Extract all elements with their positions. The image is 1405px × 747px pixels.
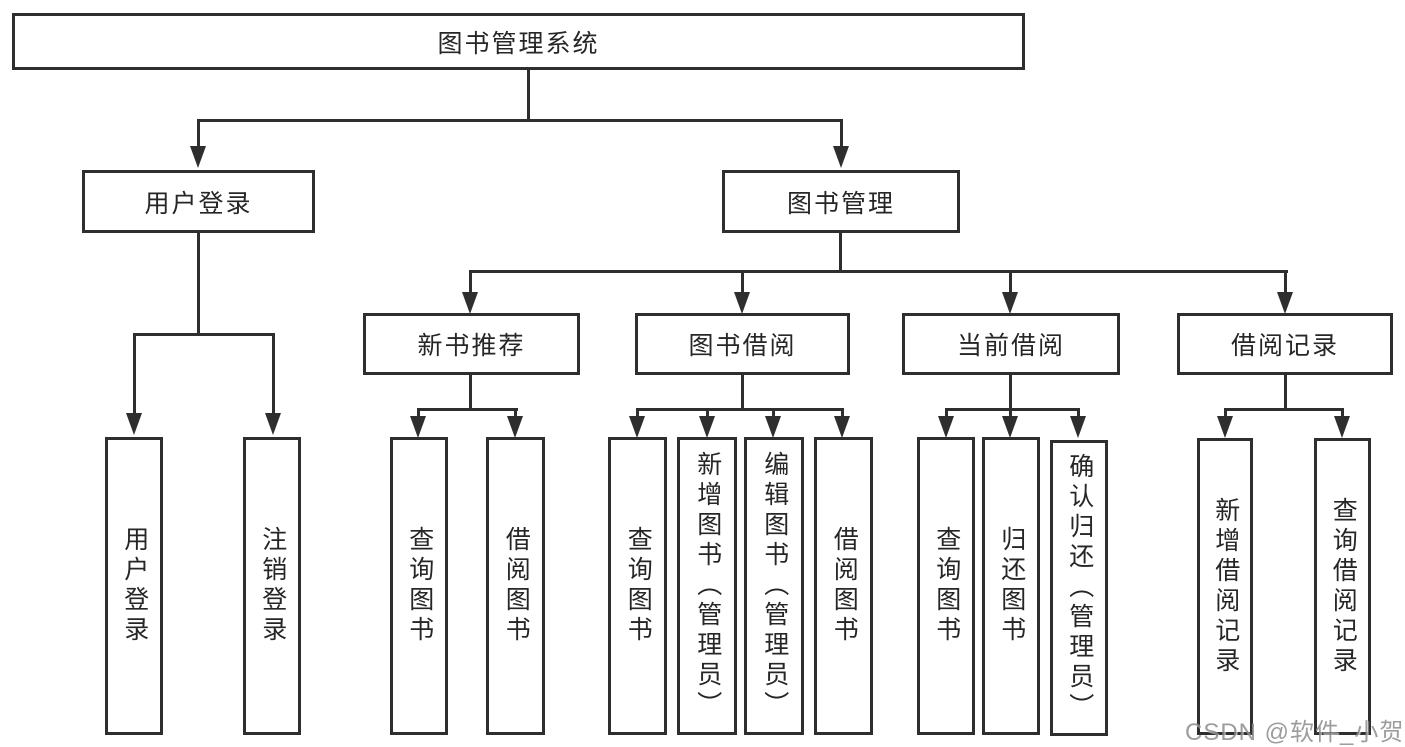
leaf-label: 用户登录 [120, 526, 149, 646]
connector-line [133, 333, 275, 336]
leaf-add-borrow-record: 新增借阅记录 [1197, 438, 1253, 735]
connector-line [469, 270, 1288, 273]
connector-line [417, 408, 518, 411]
node-label: 图书借阅 [688, 332, 797, 360]
leaf-borrow-books-borrowing: 借阅图书 [814, 437, 873, 735]
arrowhead-down [734, 292, 750, 314]
leaf-query-books-recommend: 查询图书 [390, 437, 448, 735]
arrowhead-down [507, 416, 523, 438]
leaf-query-books-borrowing: 查询图书 [608, 437, 667, 735]
leaf-label: 新增图书（管理员） [693, 451, 722, 721]
arrowhead-down [462, 292, 478, 314]
connector-line [197, 119, 843, 122]
connector-line [1009, 375, 1012, 411]
arrowhead-down [1070, 416, 1086, 438]
connector-line [1077, 408, 1080, 418]
arrowhead-down [629, 416, 645, 438]
connector-line [636, 408, 844, 411]
leaf-label: 借阅图书 [502, 526, 531, 646]
arrowhead-down [833, 146, 849, 168]
node-label: 用户登录 [144, 189, 253, 218]
leaf-label: 查询借阅记录 [1329, 496, 1358, 677]
node-library-system: 图书管理系统 [12, 13, 1025, 70]
node-label: 图书管理系统 [437, 29, 600, 58]
connector-line [772, 408, 775, 418]
node-new-book-recommend: 新书推荐 [363, 313, 580, 375]
leaf-label: 查询图书 [932, 526, 961, 646]
leaf-query-borrow-record: 查询借阅记录 [1314, 438, 1371, 735]
node-label: 新书推荐 [417, 332, 526, 360]
arrowhead-down [126, 413, 142, 435]
connector-line [741, 270, 744, 294]
node-label: 当前借阅 [956, 332, 1065, 360]
watermark: CSDN @软件_小贺同学 [1185, 719, 1405, 746]
leaf-label: 编辑图书（管理员） [760, 451, 789, 721]
arrowhead-down [1217, 416, 1233, 438]
connector-line [840, 119, 843, 149]
leaf-label: 新增借阅记录 [1211, 496, 1240, 677]
arrowhead-down [699, 416, 715, 438]
node-borrow-records: 借阅记录 [1177, 313, 1393, 375]
connector-line [945, 408, 948, 418]
leaf-label: 查询图书 [624, 526, 653, 646]
node-current-borrowing: 当前借阅 [902, 313, 1120, 375]
connector-line [945, 408, 1080, 411]
node-book-borrowing: 图书借阅 [635, 313, 850, 375]
leaf-label: 注销登录 [258, 526, 287, 646]
connector-line [1224, 408, 1227, 418]
connector-line [272, 333, 275, 415]
connector-line [197, 233, 200, 336]
leaf-logout: 注销登录 [243, 437, 301, 735]
arrowhead-down [190, 146, 206, 168]
connector-line [514, 408, 517, 418]
connector-line [706, 408, 709, 418]
node-label: 借阅记录 [1230, 332, 1339, 360]
connector-line [1009, 270, 1012, 294]
leaf-label: 确认归还（管理员） [1065, 453, 1094, 723]
arrowhead-down [1002, 416, 1018, 438]
connector-line [417, 408, 420, 418]
arrowhead-down [1002, 292, 1018, 314]
node-label: 图书管理 [786, 189, 895, 218]
connector-line [1224, 408, 1344, 411]
node-user-login: 用户登录 [82, 170, 315, 233]
connector-line [197, 119, 200, 149]
arrowhead-down [765, 416, 781, 438]
arrowhead-down [265, 413, 281, 435]
leaf-confirm-return-admin: 确认归还（管理员） [1050, 440, 1108, 736]
connector-line [1341, 408, 1344, 418]
node-book-management: 图书管理 [722, 170, 960, 233]
arrowhead-down [1277, 292, 1293, 314]
connector-line [1009, 408, 1012, 418]
connector-line [841, 408, 844, 418]
connector-line [636, 408, 639, 418]
arrowhead-down [410, 416, 426, 438]
connector-line [1284, 375, 1287, 411]
leaf-label: 归还图书 [997, 526, 1026, 646]
leaf-query-books-current: 查询图书 [917, 437, 975, 735]
connector-line [741, 375, 744, 411]
leaf-borrow-books-recommend: 借阅图书 [486, 437, 545, 735]
connector-line [839, 233, 842, 273]
connector-line [133, 333, 136, 415]
connector-line [469, 270, 472, 294]
arrowhead-down [834, 416, 850, 438]
arrowhead-down [938, 416, 954, 438]
connector-line [1284, 270, 1287, 294]
arrowhead-down [1334, 416, 1350, 438]
leaf-user-login: 用户登录 [105, 437, 163, 735]
leaf-label: 借阅图书 [830, 526, 859, 646]
leaf-return-books: 归还图书 [982, 437, 1040, 735]
leaf-label: 查询图书 [405, 526, 434, 646]
connector-line [469, 375, 472, 411]
connector-line [527, 70, 530, 122]
leaf-add-books-admin: 新增图书（管理员） [677, 437, 737, 735]
leaf-edit-books-admin: 编辑图书（管理员） [744, 437, 804, 735]
